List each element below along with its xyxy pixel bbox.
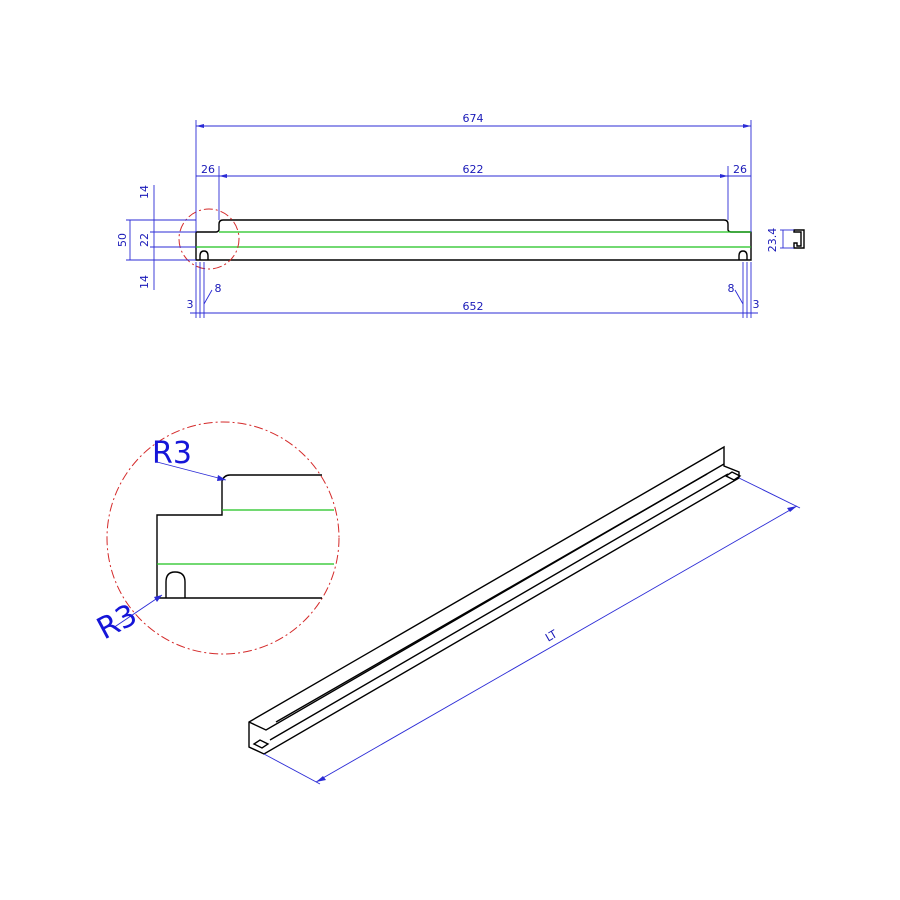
dim-inner-width: 622 [463,163,484,176]
detail-hook [165,571,186,598]
dim-right-offset: 26 [733,163,747,176]
dim-bottom-width: 652 [463,300,484,313]
detail-top-radius: R3 [152,436,192,471]
iso-end-hook-front [252,739,270,749]
panel-profile [195,219,752,261]
dim-total-height: 50 [116,233,129,247]
dim-left-offset: 26 [201,163,215,176]
iso-length-label: LT [543,627,560,644]
left-hook [199,250,209,260]
right-hook [738,250,748,260]
dim-right-slot: 8 [728,282,735,295]
dim-overall-width: 674 [463,112,484,125]
detail-marker-circle [178,208,240,270]
dim-bottom-step: 14 [138,275,151,289]
end-profile [793,229,805,249]
iso-end-hook-back [724,471,742,481]
dim-end-profile-height: 23.4 [766,228,779,253]
dim-left-edge: 3 [187,298,194,311]
dim-left-slot: 8 [215,282,222,295]
detail-profile [156,474,322,599]
detail-circle [106,421,340,655]
dim-middle: 22 [138,233,151,247]
detail-view: R3 R3 [91,421,340,655]
dim-right-edge: 3 [753,298,760,311]
iso-channel [269,473,729,741]
section-dimensions: 674 26 622 26 3 8 652 8 3 50 14 22 [116,112,794,318]
dim-top-step: 14 [138,185,151,199]
iso-panel-outline [248,445,740,755]
section-view [178,208,805,270]
isometric-view: LT [248,445,801,785]
iso-front-face [248,463,725,731]
detail-bottom-radius: R3 [91,597,143,647]
